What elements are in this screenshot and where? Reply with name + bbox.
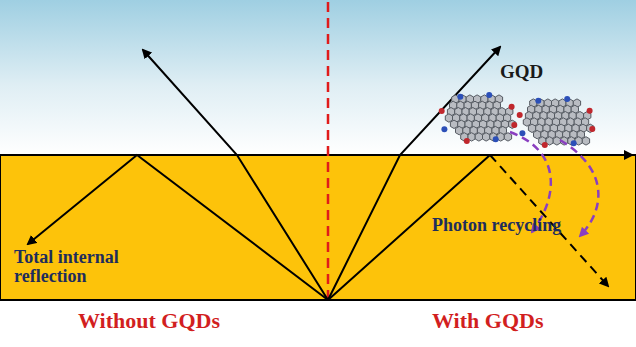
graphene-ring [523,118,530,126]
functional-group [571,140,577,146]
functional-group [587,108,593,114]
graphene-ring [582,137,589,145]
section-title: With GQDs [432,309,543,332]
film-slab [0,155,636,300]
graphene-ring [528,124,535,132]
photon-recycling-label: Photon recycling [432,216,561,235]
functional-group [439,108,445,114]
functional-group [564,96,570,102]
functional-group [441,126,447,132]
graphene-ring [445,114,452,122]
functional-group [509,104,515,110]
graphene-ring [475,133,482,141]
graphene-ring [450,120,457,128]
functional-group [493,136,499,142]
functional-group [517,112,523,118]
graphene-ring [553,137,560,145]
section-title: Without GQDs [78,309,220,332]
functional-group [464,138,470,144]
graphene-ring [456,126,463,134]
air-region [0,0,636,155]
gqd-label: GQD [500,62,543,82]
divider [327,2,330,300]
functional-group [589,126,595,132]
graphene-ring [504,133,511,141]
functional-group [457,94,463,100]
tir-label: Total internal reflection [14,248,164,286]
graphene-ring [483,133,490,141]
functional-group [519,130,525,136]
functional-group [511,122,517,128]
functional-group [535,98,541,104]
functional-group [486,92,492,98]
functional-group [542,142,548,148]
gqd-flakes [439,92,596,148]
graphene-ring [534,130,541,138]
